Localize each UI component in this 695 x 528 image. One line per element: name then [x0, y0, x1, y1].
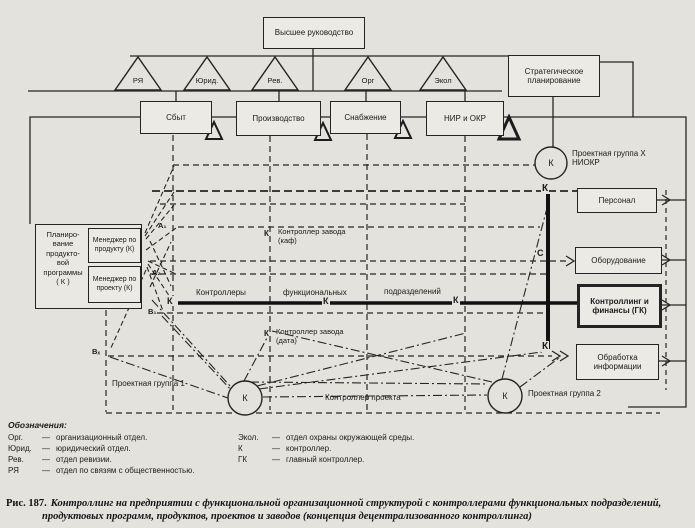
legend-dash: —	[272, 444, 280, 453]
plant-controller-bottom-k: К	[264, 329, 269, 338]
legend: Обозначения: Орг. — организационный отде…	[8, 420, 692, 475]
controller-circle-x-k: К	[548, 158, 554, 168]
triangle-label-org: Орг	[361, 76, 375, 85]
chief-line-k-bottom: К	[541, 341, 550, 352]
legend-desc: юридический отдел.	[56, 444, 131, 453]
functional-word-3: подразделений	[384, 287, 441, 296]
functional-word-1: Контроллеры	[196, 288, 246, 297]
functional-word-2: функциональных	[283, 288, 347, 297]
figure-caption-text: Контроллинг на предприятии с функциональ…	[42, 497, 662, 522]
dept-production-label: Производство	[252, 113, 305, 123]
box-information-processing: Обработка информации	[576, 344, 659, 380]
project-controller-label: Контроллер проекта	[325, 393, 401, 402]
legend-item: К — контроллер.	[238, 444, 498, 453]
legend-item: Рев. — отдел ревизии.	[8, 455, 228, 464]
box-dept-rnd: НИР и ОКР	[426, 101, 504, 136]
dept-sales-label: Сбыт	[166, 112, 186, 122]
product-planning-label: Планиро- вание продукто- вой программы (…	[43, 230, 83, 286]
controller-circle-2-k: К	[502, 391, 508, 401]
legend-abbr: ГК	[238, 455, 247, 464]
row-label-bx: Вₓ	[92, 347, 101, 356]
triangle-label-pr: РЯ	[132, 76, 144, 85]
box-personnel: Персонал	[577, 188, 657, 213]
legend-item: Экол. — отдел охраны окружающей среды.	[238, 433, 498, 442]
equipment-line-c: С	[536, 248, 545, 258]
box-dept-procurement: Снабжение	[330, 101, 401, 134]
controlling-finance-label: Контроллинг и финансы (ГК)	[590, 296, 649, 315]
legend-abbr: К	[238, 444, 243, 453]
triangle-label-audit: Рев.	[267, 76, 283, 85]
legend-dash: —	[42, 455, 50, 464]
controller-circle-1-k: К	[242, 393, 248, 403]
legend-right-column: Экол. — отдел охраны окружающей среды. К…	[238, 433, 498, 466]
product-manager-label: Менеджер по продукту (К)	[92, 237, 137, 253]
legend-item: РЯ — отдел по связям с общественностью.	[8, 466, 228, 475]
legend-item: Юрид. — юридический отдел.	[8, 444, 228, 453]
legend-desc: главный контроллер.	[286, 455, 365, 464]
box-top-management: Высшее руководство	[263, 17, 365, 49]
legend-abbr: Юрид.	[8, 444, 32, 453]
project-group-x-label: Проектная группа X НИОКР	[572, 149, 646, 167]
row-label-b1: В₁	[148, 307, 157, 316]
project-group-1-label: Проектная группа 1	[112, 379, 185, 388]
information-processing-label: Обработка информации	[593, 352, 642, 371]
project-group-2-label: Проектная группа 2	[528, 389, 601, 398]
chief-line-k-top: К	[541, 183, 550, 194]
legend-abbr: Орг.	[8, 433, 23, 442]
legend-desc: организационный отдел.	[56, 433, 148, 442]
functional-line-k-1: К	[166, 296, 174, 306]
plant-controller-top-label: Контроллер завода (каф)	[278, 227, 346, 245]
legend-title: Обозначения:	[8, 420, 67, 430]
row-label-a2: А₂	[152, 268, 161, 277]
legend-left-column: Орг. — организационный отдел. Юрид. — юр…	[8, 433, 228, 477]
dept-procurement-label: Снабжение	[344, 112, 387, 122]
functional-line-k-2: К	[322, 296, 330, 306]
box-strategic-planning: Стратегическое планирование	[508, 55, 600, 97]
legend-dash: —	[42, 444, 50, 453]
figure-caption: Рис. 187.Контроллинг на предприятии с фу…	[6, 497, 682, 523]
plant-controller-bottom-label: Контроллер завода (дата)	[276, 327, 344, 345]
box-equipment: Оборудование	[575, 247, 662, 274]
top-management-label: Высшее руководство	[274, 28, 354, 38]
legend-desc: контроллер.	[286, 444, 332, 453]
box-dept-production: Производство	[236, 101, 321, 136]
box-project-manager: Менеджер по проекту (К)	[88, 266, 141, 303]
legend-dash: —	[42, 466, 50, 475]
legend-abbr: Рев.	[8, 455, 24, 464]
legend-item: ГК — главный контроллер.	[238, 455, 498, 464]
legend-desc: отдел охраны окружающей среды.	[286, 433, 415, 442]
legend-abbr: Экол.	[238, 433, 259, 442]
triangle-label-ecology: Экол	[434, 76, 452, 85]
strategic-planning-label: Стратегическое планирование	[524, 66, 584, 85]
legend-abbr: РЯ	[8, 466, 19, 475]
box-product-manager: Менеджер по продукту (К)	[88, 228, 141, 263]
row-label-a1: А₁	[158, 221, 167, 230]
dept-rnd-label: НИР и ОКР	[444, 113, 486, 123]
legend-dash: —	[42, 433, 50, 442]
plant-controller-top-k: К	[264, 229, 269, 238]
personnel-label: Персонал	[598, 195, 636, 205]
legend-desc: отдел по связям с общественностью.	[56, 466, 195, 475]
figure-caption-number: Рис. 187.	[6, 497, 47, 509]
box-controlling-finance: Контроллинг и финансы (ГК)	[577, 284, 662, 328]
equipment-label: Оборудование	[591, 255, 646, 265]
legend-item: Орг. — организационный отдел.	[8, 433, 228, 442]
legend-dash: —	[272, 433, 280, 442]
legend-desc: отдел ревизии.	[56, 455, 112, 464]
functional-line-k-3: К	[452, 295, 460, 305]
box-dept-sales: Сбыт	[140, 101, 212, 134]
triangle-label-legal: Юрид.	[195, 76, 219, 85]
project-manager-label: Менеджер по проекту (К)	[92, 276, 137, 292]
legend-dash: —	[272, 455, 280, 464]
